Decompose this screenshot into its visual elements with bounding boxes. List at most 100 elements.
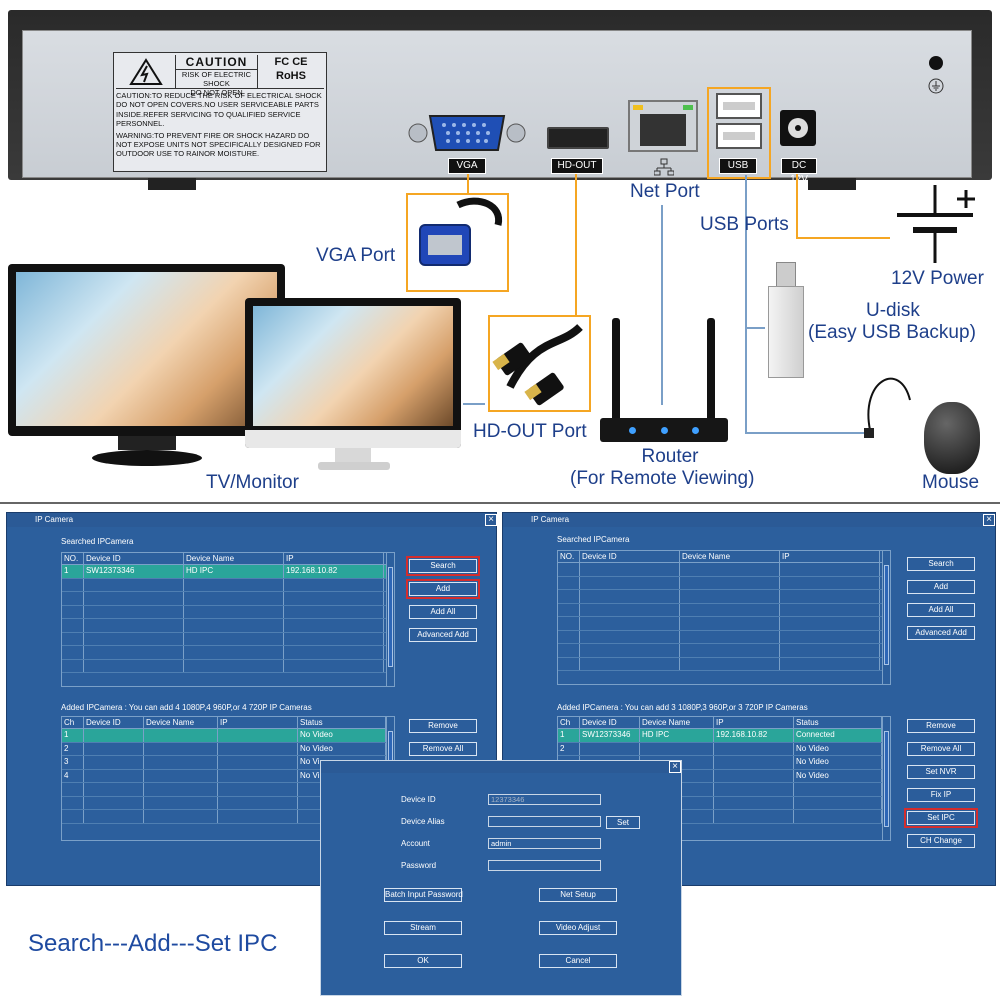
close-icon[interactable]: × [485,514,497,526]
cell: SW12373346 [84,565,184,578]
port-label-hdout: HD-OUT [551,158,603,174]
table-row[interactable]: 2 No Video [558,742,890,756]
usb-ports-highlight [707,87,771,179]
remove-button[interactable]: Remove [409,719,477,733]
table-row[interactable] [62,632,394,646]
dialog-title: IP Camera [7,513,496,527]
set-alias-button[interactable]: Set [606,816,640,829]
set-nvr-button[interactable]: Set NVR [907,765,975,779]
table-row[interactable] [62,578,394,592]
monitor-stand [118,436,176,450]
caption-udisk-sub: (Easy USB Backup) [808,322,976,343]
account-field[interactable]: admin [488,838,601,849]
remove-all-button[interactable]: Remove All [907,742,975,756]
router [600,418,728,442]
close-icon[interactable]: × [983,514,995,526]
col-header: Status [794,717,882,728]
password-field[interactable] [488,860,601,871]
monitor-base [92,450,202,466]
set-ipc-button[interactable]: Set IPC [904,808,978,828]
scrollbar[interactable] [882,717,890,840]
set-ipc-dialog: × Device ID 12373346 Device Alias Set Ac… [320,760,682,996]
connector-line [745,432,865,434]
table-row[interactable]: 2 No Video [62,742,394,756]
vga-cable-image [406,193,509,292]
table-row[interactable] [62,592,394,606]
ground-icon [928,78,944,94]
table-row[interactable] [558,644,890,658]
mouse-cable [860,360,920,440]
cell: 1 [558,729,580,742]
table-row[interactable] [62,605,394,619]
col-header: Device Name [680,551,780,562]
add-button[interactable]: Add [907,580,975,594]
table-row[interactable] [62,646,394,660]
table-row[interactable]: 1 SW12373346 HD IPC 192.168.10.82 Connec… [558,729,890,743]
remove-all-button[interactable]: Remove All [409,742,477,756]
net-setup-button[interactable]: Net Setup [539,888,617,902]
caption-router: Router [641,446,699,467]
connector-line [575,174,577,317]
ch-change-button[interactable]: CH Change [907,834,975,848]
added-label: Added IPCamera : You can add 3 1080P,3 9… [557,703,808,712]
advanced-add-button[interactable]: Advanced Add [907,626,975,640]
port-label-vga: VGA [448,158,486,174]
cell: 2 [62,742,84,755]
scrollbar[interactable] [882,551,890,684]
ground-screw [929,56,943,70]
router-antenna [612,318,620,422]
add-all-button[interactable]: Add All [907,603,975,617]
warning-triangle-icon [116,55,176,88]
remove-button[interactable]: Remove [907,719,975,733]
col-header: IP [714,717,794,728]
device-alias-field[interactable] [488,816,601,827]
ok-button[interactable]: OK [384,954,462,968]
col-header: Device Name [640,717,714,728]
col-header: NO. [62,553,84,564]
nvr-foot [808,178,856,190]
cancel-button[interactable]: Cancel [539,954,617,968]
table-row[interactable]: 1 No Video [62,729,394,743]
table-row[interactable] [558,617,890,631]
search-button[interactable]: Search [907,557,975,571]
connector-line [463,403,485,405]
video-adjust-button[interactable]: Video Adjust [539,921,617,935]
stream-button[interactable]: Stream [384,921,462,935]
cell: SW12373346 [580,729,640,742]
table-row[interactable] [558,563,890,577]
search-results-table: NO. Device ID Device Name IP 1 SW1237334… [61,552,395,687]
device-id-field[interactable]: 12373346 [488,794,601,805]
add-all-button[interactable]: Add All [409,605,477,619]
table-row[interactable] [558,590,890,604]
advanced-add-button[interactable]: Advanced Add [409,628,477,642]
table-row[interactable] [558,657,890,671]
table-row[interactable] [62,659,394,673]
cell: HD IPC [184,565,284,578]
cell: 1 [62,565,84,578]
connector-line [745,327,765,329]
batch-input-password-button[interactable]: Batch Input Password [384,888,463,902]
col-header: IP [218,717,298,728]
scrollbar[interactable] [386,553,394,686]
network-icon [653,158,675,176]
connector-line [745,175,747,433]
col-header: Ch [558,717,580,728]
col-header: NO. [558,551,580,562]
hdmi-cable-image [488,315,591,412]
caution-text: CAUTION:TO REDUCE THE RISK OF ELECTRICAL… [116,91,322,129]
table-row[interactable] [558,576,890,590]
close-icon[interactable]: × [669,761,681,773]
port-label-dc: DC 12V [781,158,817,185]
add-button[interactable]: Add [406,579,480,599]
table-row[interactable]: 1 SW12373346 HD IPC 192.168.10.82 [62,565,394,579]
fix-ip-button[interactable]: Fix IP [907,788,975,802]
search-button[interactable]: Search [406,556,480,576]
vga-connector [408,113,526,153]
table-row[interactable] [558,630,890,644]
account-label: Account [401,839,430,848]
cell: HD IPC [640,729,714,742]
connector-line [796,237,890,239]
cell: 2 [558,742,580,755]
table-row[interactable] [558,603,890,617]
table-row[interactable] [62,619,394,633]
